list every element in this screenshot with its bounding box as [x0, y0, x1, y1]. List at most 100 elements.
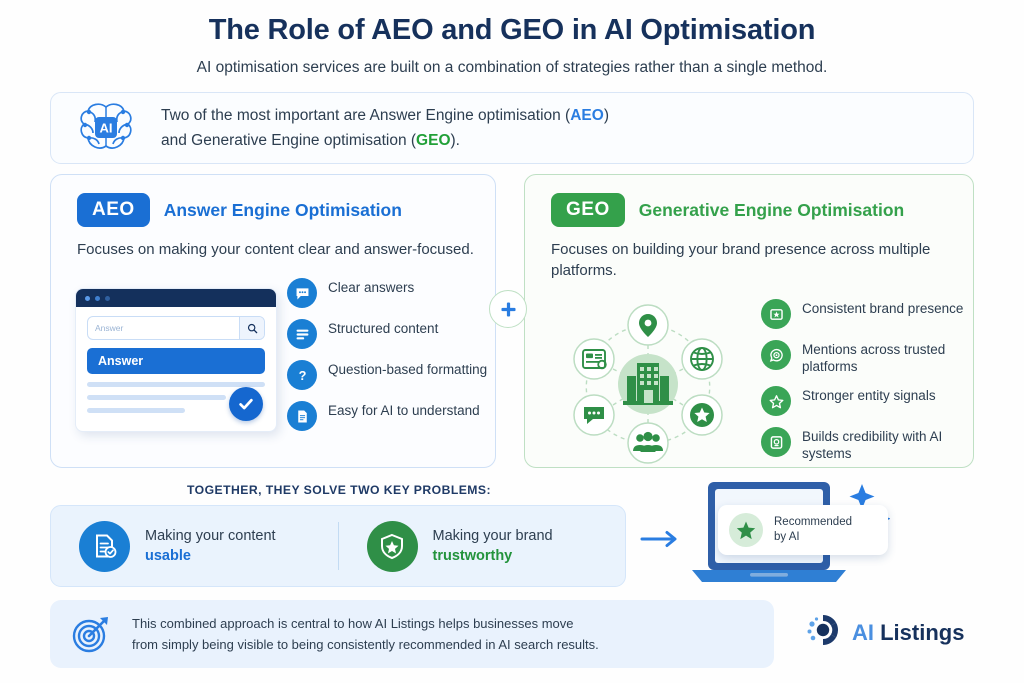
- placeholder-line: [87, 382, 265, 387]
- geo-hub-area: [525, 291, 761, 473]
- geo-feature-label: Mentions across trusted platforms: [802, 342, 946, 374]
- footer-banner: This combined approach is central to how…: [50, 600, 774, 668]
- aeo-badge: AEO: [77, 193, 150, 227]
- geo-panel: GEO Generative Engine Optimisation Focus…: [524, 174, 974, 468]
- brand-lockup: AI Listings: [805, 612, 964, 653]
- ai-brain-icon: AI: [51, 99, 161, 157]
- aeo-feature-label: Question-based formatting: [328, 362, 488, 377]
- geo-feature-item: Builds credibility with AI systems: [761, 427, 973, 462]
- aeo-panel-header: AEO Answer Engine Optimisation: [51, 175, 495, 227]
- hub-spoke-diagram: [537, 297, 759, 467]
- aeo-feature-label: Easy for AI to understand: [328, 403, 480, 418]
- intro-banner: AI Two of the most important are Answer …: [50, 92, 974, 164]
- banner-line1-before: Two of the most important are Answer Eng…: [161, 107, 571, 124]
- geo-feature-item: Mentions across trusted platforms: [761, 340, 973, 375]
- recommended-card-text: Recommended by AI: [774, 515, 852, 545]
- aeo-feature-item: Structured content: [287, 319, 495, 349]
- footer-line2: from simply being visible to being consi…: [132, 637, 599, 652]
- problem-line2: usable: [145, 547, 191, 564]
- footer-line1: This combined approach is central to how…: [132, 616, 574, 631]
- window-dot-yellow: [95, 295, 100, 301]
- document-icon: [287, 401, 317, 431]
- geo-badge: GEO: [551, 193, 625, 227]
- geo-panel-header: GEO Generative Engine Optimisation: [525, 175, 973, 227]
- search-icon[interactable]: [239, 317, 264, 339]
- browser-mock: Answer Answer: [75, 288, 277, 432]
- banner-line1-after: ): [603, 107, 609, 124]
- aeo-feature-label: Structured content: [328, 321, 439, 336]
- banner-aeo-highlight: AEO: [570, 107, 604, 124]
- listing-card-icon: [582, 349, 607, 370]
- browser-content: Answer Answer: [76, 307, 276, 422]
- geo-panel-body: Consistent brand presence Mentions acros…: [525, 291, 973, 473]
- placeholder-line: [87, 395, 226, 400]
- problem-text: Making your brand trustworthy: [433, 526, 553, 567]
- recommended-line1: Recommended: [774, 516, 852, 528]
- chat-bubble-icon: [584, 407, 604, 424]
- brand-name: AI Listings: [852, 620, 964, 646]
- ai-listings-logo-icon: [805, 612, 841, 653]
- search-row[interactable]: Answer: [87, 316, 265, 340]
- target-arrow-icon: [50, 613, 132, 655]
- answer-highlight-bar: Answer: [87, 348, 265, 374]
- brain-ai-label: AI: [100, 121, 113, 136]
- banner-geo-highlight: GEO: [416, 132, 451, 149]
- page-title: The Role of AEO and GEO in AI Optimisati…: [208, 14, 816, 46]
- banner-text: Two of the most important are Answer Eng…: [161, 103, 609, 153]
- problem-item-usable: Making your content usable: [51, 520, 338, 572]
- geo-feature-item: Stronger entity signals: [761, 386, 973, 416]
- star-signal-icon: [761, 386, 791, 416]
- question-mark-icon: ?: [287, 360, 317, 390]
- window-dot-green: [105, 295, 110, 301]
- brand-ai-text: AI: [852, 619, 874, 645]
- browser-titlebar: [76, 289, 276, 307]
- placeholder-line: [87, 408, 185, 413]
- footer-text: This combined approach is central to how…: [132, 613, 599, 655]
- problems-divider: [337, 522, 339, 570]
- brand-listings-text: Listings: [874, 619, 965, 645]
- shield-star-icon: [366, 520, 418, 572]
- credibility-badge-icon: [761, 427, 791, 457]
- geo-feature-label: Consistent brand presence: [802, 301, 964, 316]
- brand-flag-icon: [761, 299, 791, 329]
- geo-feature-label: Builds credibility with AI systems: [802, 429, 943, 461]
- banner-line2-after: ).: [450, 132, 460, 149]
- problems-card: Making your content usable Making your b…: [50, 505, 626, 587]
- check-circle-icon: [229, 387, 263, 421]
- page-subtitle: AI optimisation services are built on a …: [196, 59, 828, 76]
- problem-item-trustworthy: Making your brand trustworthy: [339, 520, 626, 572]
- aeo-panel: AEO Answer Engine Optimisation Focuses o…: [50, 174, 496, 468]
- right-arrow-icon: [640, 528, 684, 555]
- aeo-feature-item: ? Question-based formatting: [287, 360, 495, 390]
- list-lines-icon: [287, 319, 317, 349]
- banner-line2-before: and Generative Engine optimisation (: [161, 132, 417, 149]
- problem-text: Making your content usable: [145, 526, 276, 567]
- aeo-panel-title: Answer Engine Optimisation: [163, 199, 402, 220]
- people-group-icon: [633, 431, 663, 452]
- recommended-by-ai-card: Recommended by AI: [718, 505, 888, 555]
- chat-bubble-icon: [287, 278, 317, 308]
- aeo-feature-label: Clear answers: [328, 280, 415, 295]
- target-mention-icon: [761, 340, 791, 370]
- globe-icon: [690, 347, 714, 371]
- geo-feature-item: Consistent brand presence: [761, 299, 973, 329]
- problem-line2: trustworthy: [432, 547, 513, 564]
- window-dot-red: [85, 295, 90, 301]
- search-input[interactable]: Answer: [95, 323, 124, 333]
- green-star-icon: [729, 513, 763, 547]
- problem-line1: Making your content: [145, 527, 276, 544]
- svg-text:?: ?: [298, 368, 306, 383]
- aeo-feature-item: Clear answers: [287, 278, 495, 308]
- geo-panel-title: Generative Engine Optimisation: [638, 199, 905, 220]
- aeo-browser-mock-area: Answer Answer: [51, 270, 287, 442]
- aeo-feature-list: Clear answers Structured content: [287, 270, 495, 442]
- aeo-panel-description: Focuses on making your content clear and…: [77, 241, 474, 258]
- aeo-panel-body: Answer Answer: [51, 270, 495, 442]
- geo-panel-description: Focuses on building your brand presence …: [551, 241, 931, 279]
- together-label: TOGETHER, THEY SOLVE TWO KEY PROBLEMS:: [187, 483, 491, 497]
- problem-line1: Making your brand: [432, 527, 553, 544]
- geo-feature-label: Stronger entity signals: [802, 388, 936, 403]
- recommended-line2: by AI: [774, 531, 800, 543]
- document-check-icon: [79, 520, 130, 572]
